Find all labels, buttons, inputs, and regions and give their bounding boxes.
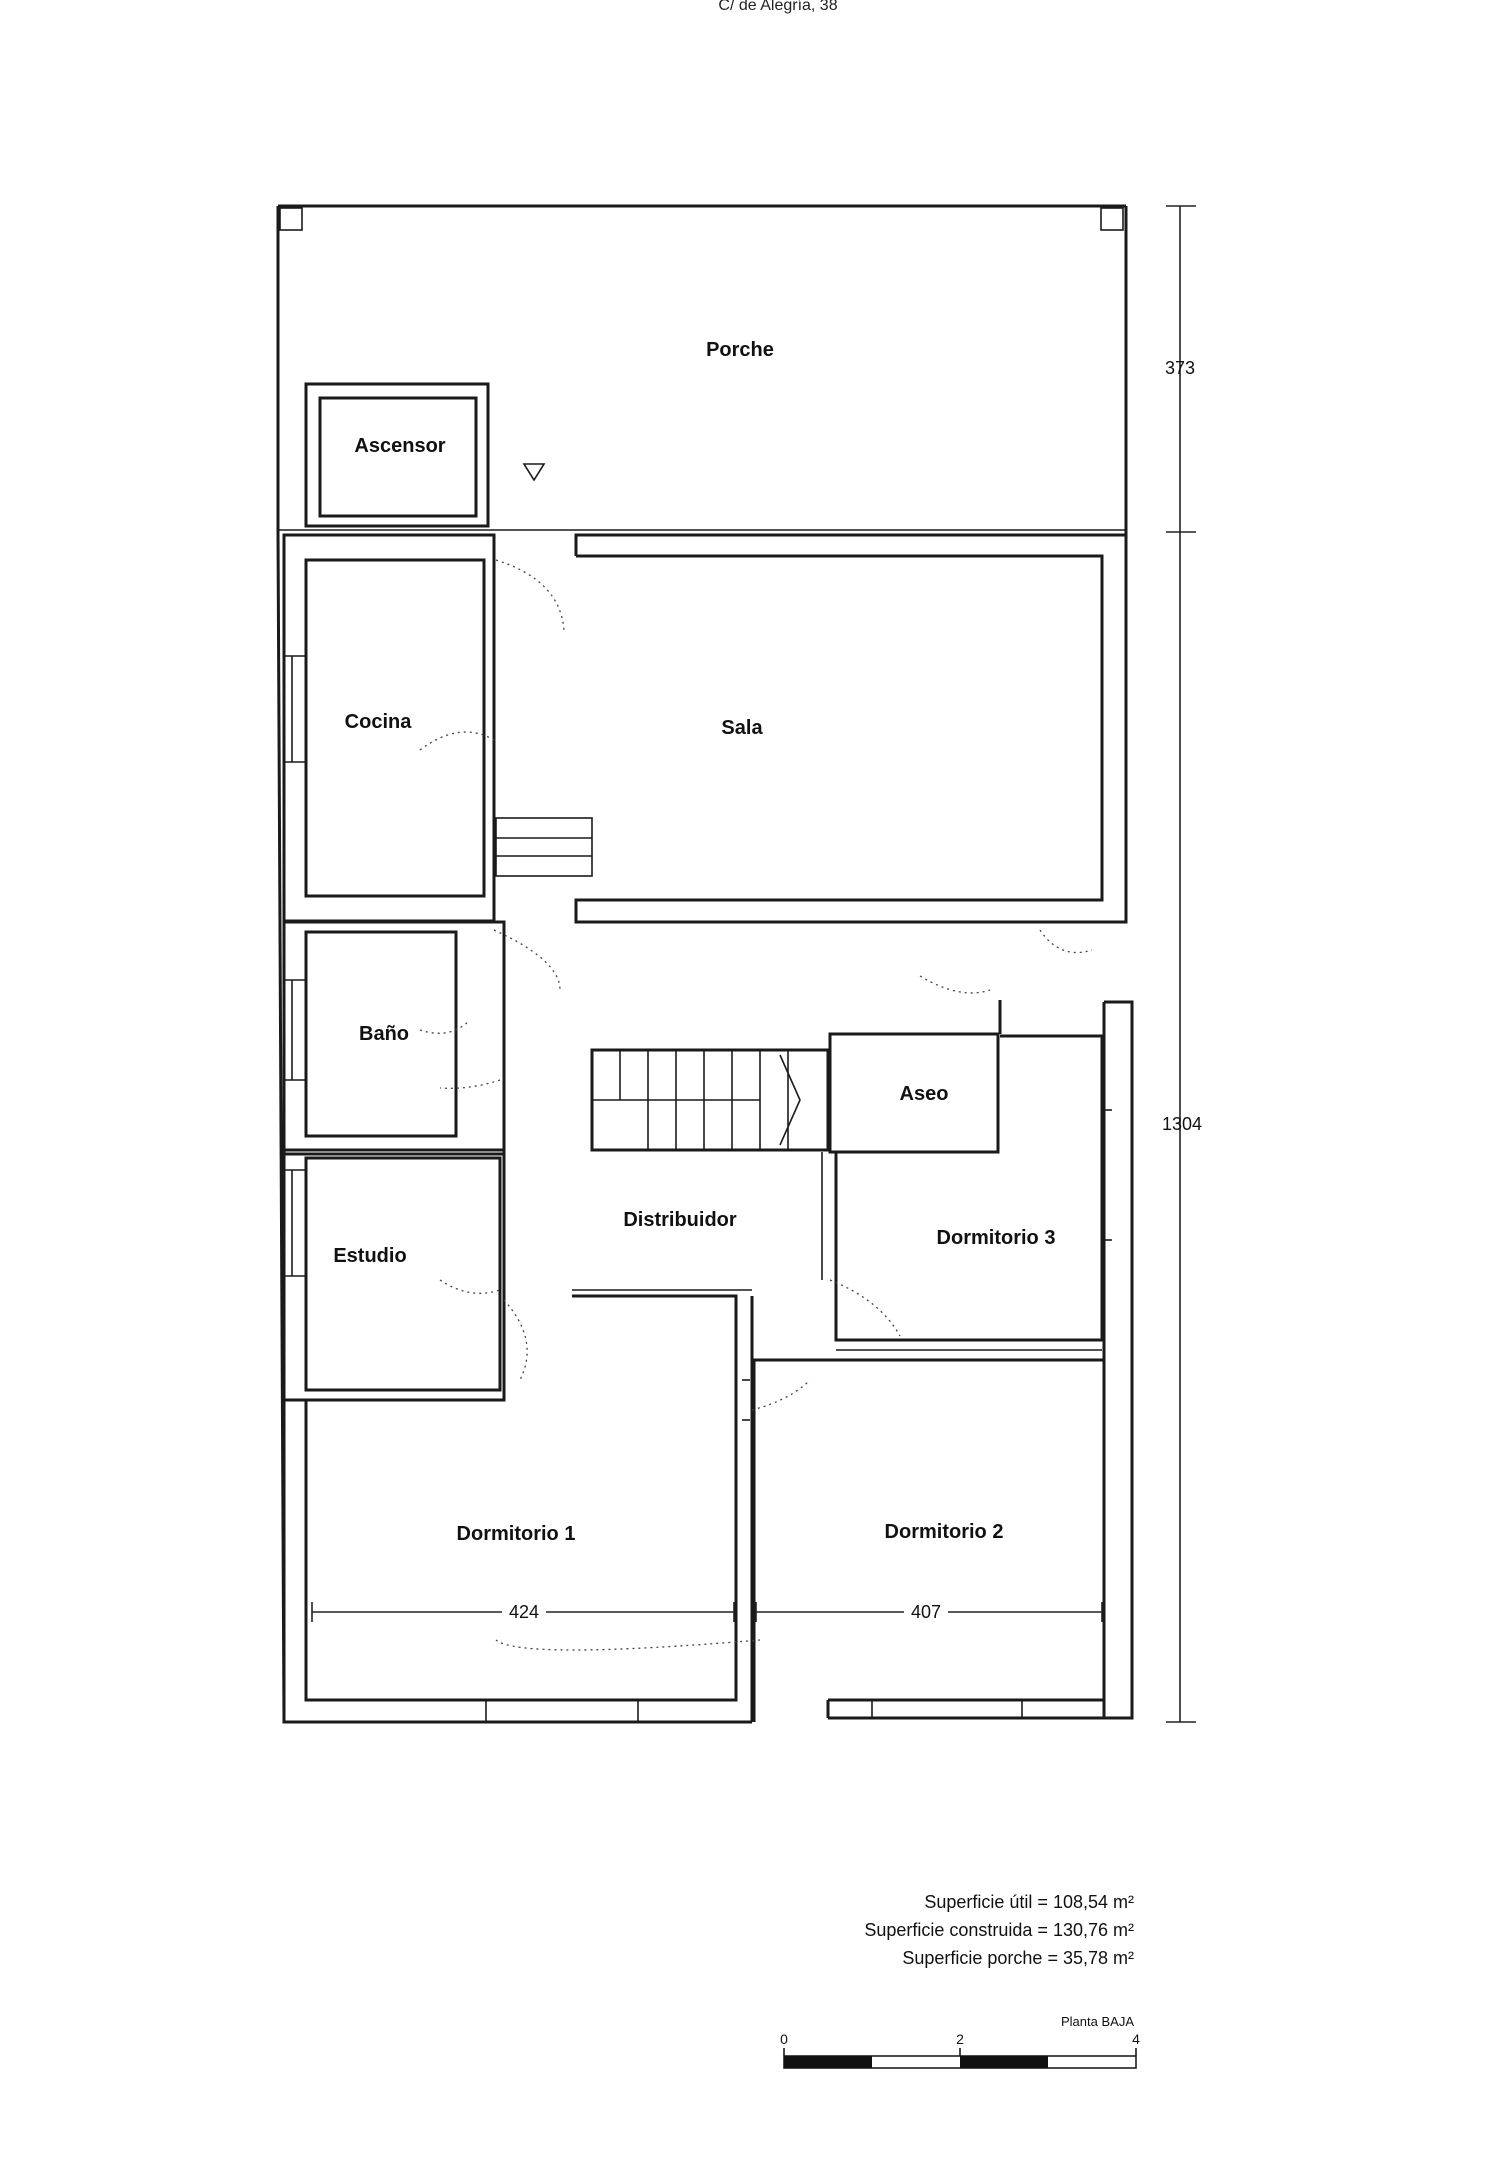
room-label-cocina: Cocina	[345, 711, 413, 733]
scale-tick-4: 4	[1132, 2031, 1140, 2047]
room-label-dormitorio2: Dormitorio 2	[885, 1521, 1004, 1543]
dimension-width-right: 407	[911, 1602, 941, 1622]
ascensor-shaft	[304, 382, 490, 528]
scale-tick-2: 2	[956, 2031, 964, 2047]
dimension-width-left: 424	[509, 1602, 539, 1622]
area-summary: Superficie útil = 108,54 m² Superficie c…	[864, 1888, 1134, 1972]
dormitorio1-walls	[282, 1289, 754, 1724]
dormitorio3-walls	[821, 1034, 1112, 1351]
dimension-horizontal	[311, 1602, 1103, 1622]
room-label-estudio: Estudio	[333, 1245, 406, 1267]
sala-walls	[574, 532, 1128, 924]
address-label: C/ de Alegría, 38	[718, 0, 837, 14]
porche-outline	[276, 204, 1128, 532]
area-util: Superficie útil = 108,54 m²	[924, 1892, 1134, 1912]
estudio-walls	[282, 1148, 506, 1402]
room-label-aseo: Aseo	[900, 1083, 949, 1105]
dimension-total-length: 1304	[1162, 1114, 1202, 1134]
room-label-ascensor: Ascensor	[354, 435, 445, 457]
aseo-walls	[828, 1000, 1002, 1154]
bano-walls	[282, 920, 506, 1156]
stairs-central	[590, 1048, 830, 1152]
room-label-sala: Sala	[721, 717, 763, 739]
scale-tick-0: 0	[780, 2031, 788, 2047]
door-swings	[419, 559, 1093, 1651]
area-construida: Superficie construida = 130,76 m²	[864, 1920, 1134, 1940]
room-label-distribuidor: Distribuidor	[623, 1209, 737, 1231]
scale-title: Planta BAJA	[1061, 2014, 1134, 2029]
room-label-porche: Porche	[706, 339, 774, 361]
left-exterior-wall	[276, 531, 286, 1723]
dormitorio2-walls	[742, 1358, 1104, 1722]
dimension-vertical	[1166, 205, 1196, 1723]
area-porche: Superficie porche = 35,78 m²	[902, 1948, 1134, 1968]
room-label-dormitorio1: Dormitorio 1	[457, 1523, 576, 1545]
stairs-upper	[495, 817, 593, 877]
scale-bar: Planta BAJA 0 2 4	[780, 2014, 1140, 2069]
room-label-bano: Baño	[359, 1023, 409, 1045]
room-label-dormitorio3: Dormitorio 3	[937, 1227, 1056, 1249]
dimension-porche-depth: 373	[1165, 358, 1195, 378]
